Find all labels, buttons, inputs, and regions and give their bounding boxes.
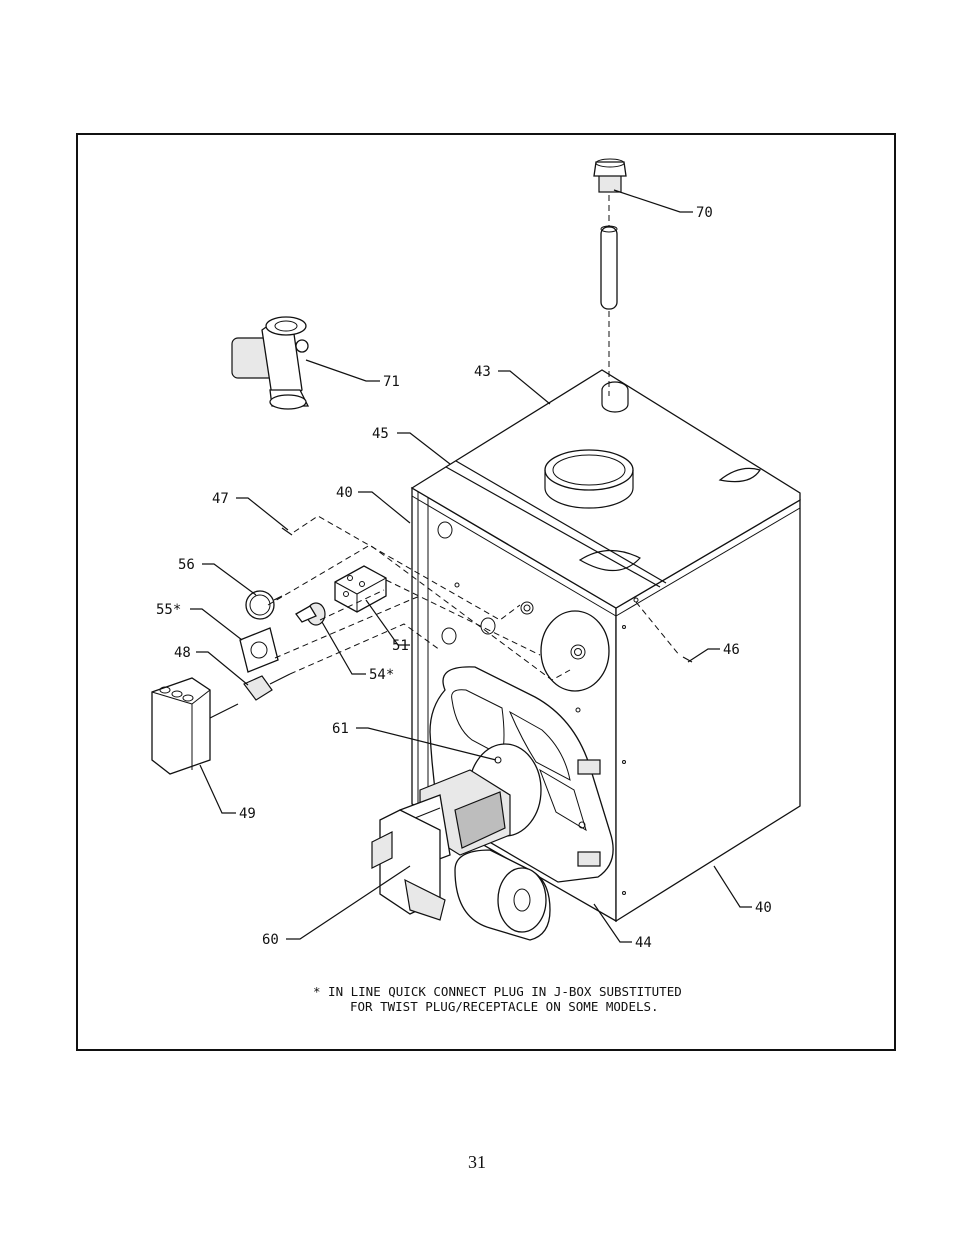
callout-labels: 70 71 43 45 40 47 56 55* 51 54* 48 46 61… <box>156 205 772 951</box>
callout-47: 47 <box>212 491 229 507</box>
page-number: 31 <box>468 1152 486 1172</box>
control-parts <box>151 527 693 775</box>
callout-46: 46 <box>723 642 740 658</box>
callout-55: 55* <box>156 602 181 618</box>
callout-61: 61 <box>332 721 349 737</box>
callout-48: 48 <box>174 645 191 661</box>
callout-60: 60 <box>262 932 279 948</box>
callout-43: 43 <box>474 364 491 380</box>
diagram-frame <box>76 133 896 1051</box>
footnote-line-2: FOR TWIST PLUG/RECEPTACLE ON SOME MODELS… <box>350 999 659 1014</box>
callout-56: 56 <box>178 557 195 573</box>
callout-51: 51 <box>392 638 409 654</box>
footnote-line-1: * IN LINE QUICK CONNECT PLUG IN J-BOX SU… <box>313 984 682 999</box>
leader-lines <box>190 189 752 943</box>
callout-40-left: 40 <box>336 485 353 501</box>
assembly-lines <box>267 515 681 681</box>
callout-44: 44 <box>635 935 652 951</box>
callout-70: 70 <box>696 205 713 221</box>
circulator-pump <box>231 316 310 410</box>
callout-40-right: 40 <box>755 900 772 916</box>
callout-45: 45 <box>372 426 389 442</box>
callout-71: 71 <box>383 374 400 390</box>
flue-vent-assembly <box>593 158 627 396</box>
oil-burner <box>371 743 551 941</box>
callout-54: 54* <box>369 667 394 683</box>
callout-49: 49 <box>239 806 256 822</box>
